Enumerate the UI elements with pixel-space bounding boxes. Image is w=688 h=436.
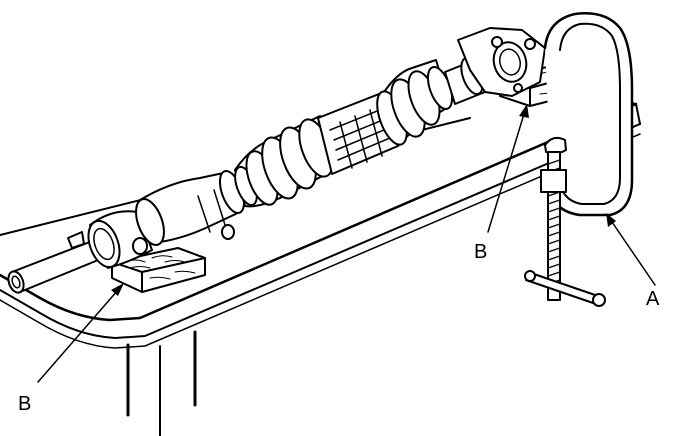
c-clamp [524,12,634,307]
bench-top-front-edge [0,102,638,322]
arrowhead-b-right [519,104,529,118]
shaft-end-left [7,270,25,294]
callout-a: A [646,288,660,310]
handle-knob-left [524,270,536,282]
leader-line-a [611,221,656,286]
handle-knob-right [592,293,606,307]
callout-b-right: B [474,241,487,263]
leader-line-b-right [487,113,525,233]
flange-bolt-3 [513,83,523,93]
bench-edge-shadow [0,133,641,349]
clamp-t-handle [525,271,599,305]
bearing-tab [67,231,85,249]
flange-bolt-1 [491,36,503,48]
clamp-screw-collar [540,169,567,193]
housing-bolt [221,224,235,240]
clamp-frame-outer [543,12,634,217]
leader-lines [37,104,656,383]
arrowhead-b-left [111,283,124,296]
leader-line-b-left [37,289,119,383]
bearing-bolt [132,237,148,255]
flange-bolt-2 [524,38,536,50]
callout-b-left: B [18,393,31,415]
clamp-frame-inner [559,22,621,205]
arrowhead-a [606,213,616,227]
driveshaft [7,27,546,294]
